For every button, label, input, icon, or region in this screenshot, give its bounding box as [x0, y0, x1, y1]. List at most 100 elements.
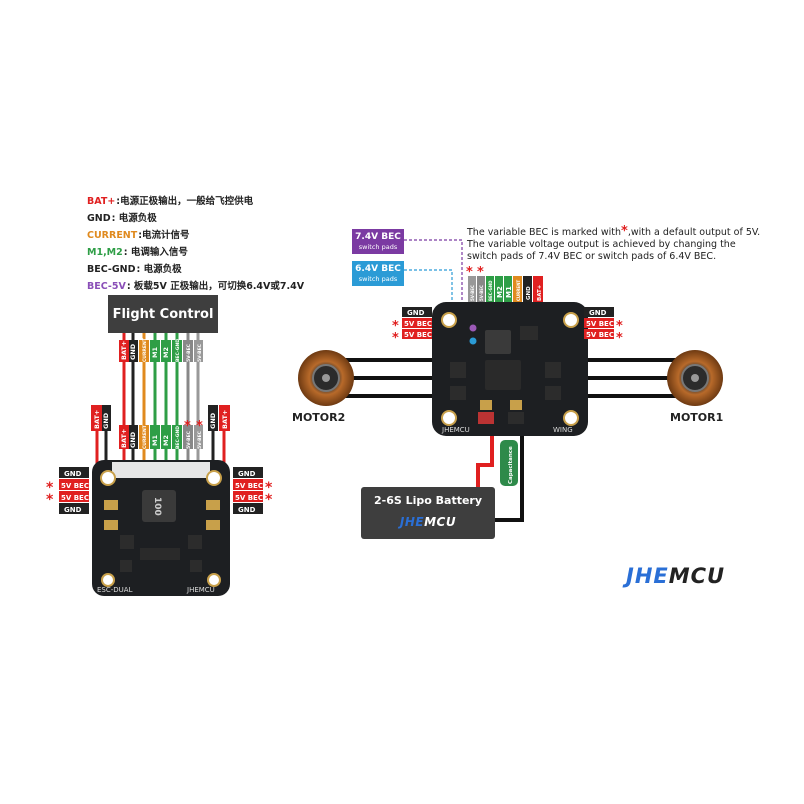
side-pin-bat-right: BAT+ [221, 410, 229, 429]
red-star: * [616, 319, 623, 334]
fc-pin-becgnd: BEC-GND [175, 339, 181, 362]
battery-box: 2-6S Lipo Battery JHEMCU [361, 487, 495, 539]
rb-silk-right: WING [553, 426, 573, 434]
red-star: * [616, 331, 623, 346]
board-pin-m1: M1 [151, 435, 159, 446]
board-silk-left: ESC-DUAL [97, 586, 133, 594]
pad-gnd: GND [64, 506, 82, 514]
legend-row: CURRENT:电流计信号 [87, 227, 304, 244]
fc-pin-labels [91, 340, 230, 449]
bec-note: The variable BEC is marked with*,with a … [467, 224, 767, 263]
legend-key: GND [87, 213, 111, 224]
battery-logo-mcu: MCU [424, 515, 457, 529]
rb-pin-bat: BAT+ [537, 284, 543, 301]
legend-key: M1,M2 [87, 247, 123, 258]
fc-pin-m1: M1 [151, 347, 159, 358]
battery-logo: JHEMCU [361, 515, 495, 529]
rb-pin-current: CURRENT [516, 280, 521, 301]
note-star: * [621, 224, 628, 239]
board-pin-5v-b: 5V-BEC [197, 430, 203, 449]
motor2-icon [298, 350, 354, 406]
motor2-label: MOTOR2 [292, 411, 346, 424]
note-line1-before: The variable BEC is marked with [467, 227, 622, 238]
pad-gnd: GND [238, 506, 256, 514]
pad-gnd: GND [238, 470, 256, 478]
legend-key: BEC-GND [87, 264, 136, 275]
left-board-pads-right: GND 5V BEC 5V BEC GND [233, 467, 263, 514]
pad-gnd: GND [589, 309, 607, 317]
pad-gnd: GND [64, 470, 82, 478]
legend-row: BEC-5V: 板载5V 正极输出，可切换6.4V或7.4V [87, 278, 304, 295]
right-esc-board [432, 302, 588, 436]
flight-control-label: Flight Control [112, 306, 214, 322]
fc-pin-gnd: GND [129, 343, 137, 360]
battery-title: 2-6S Lipo Battery [373, 494, 483, 507]
note-line1-after: ,with a default output of 5V. [627, 227, 761, 238]
fc-wires [95, 333, 226, 468]
side-pin-gnd-right: GND [209, 412, 217, 429]
brand-logo-mcu: MCU [668, 564, 726, 588]
bec-7v4-title: 7.4V BEC [355, 232, 401, 242]
pad-5v-bec: 5V BEC [404, 320, 432, 328]
board-pin-current: CURRENT [142, 424, 148, 449]
pad-5v-bec: 5V BEC [61, 482, 89, 490]
rb-pin-5v-a: 5V-BEC [470, 285, 475, 301]
rb-pin-m2: M2 [496, 286, 504, 298]
legend-text: :电源正极输出，一般给飞控供电 [116, 196, 254, 207]
legend-text: : 电源负极 [111, 213, 157, 224]
pad-gnd: GND [407, 309, 425, 317]
motor1-label: MOTOR1 [670, 411, 724, 424]
rb-pin-5v-b: 5V-BEC [479, 285, 484, 301]
side-pin-bat-left: BAT+ [93, 410, 101, 429]
board-pin-5v-a: 5V-BEC [186, 430, 192, 449]
fc-pin-m2: M2 [162, 347, 170, 358]
rb-pin-m1: M1 [505, 286, 513, 298]
fc-pin-bat: BAT+ [120, 341, 128, 360]
motor1-icon [667, 350, 723, 406]
bec-6v4-title: 6.4V BEC [355, 264, 401, 274]
board-chip-label: 100 [152, 497, 162, 516]
red-star: * [477, 265, 484, 280]
red-star: * [184, 419, 191, 434]
pad-5v-bec: 5V BEC [61, 494, 89, 502]
red-star: * [46, 480, 54, 496]
bec-7v4-box: 7.4V BEC switch pads [352, 229, 404, 254]
left-esc-board: 100 [92, 460, 230, 596]
fc-pin-5v-b: 5V-BEC [197, 343, 203, 362]
brand-logo-jhe: JHE [626, 564, 669, 588]
side-pin-gnd-left: GND [102, 412, 110, 429]
motor-wires [345, 358, 690, 398]
left-board-pads-left: GND 5V BEC 5V BEC GND [59, 467, 89, 514]
legend-text: : 板载5V 正极输出，可切换6.4V或7.4V [126, 281, 305, 292]
rb-pin-gnd: GND [526, 286, 532, 300]
pad-5v-bec: 5V BEC [235, 494, 263, 502]
rb-pin-becgnd: BEC-GND [488, 280, 493, 301]
pad-5v-bec: 5V BEC [586, 320, 614, 328]
red-star: * [265, 492, 273, 508]
red-star: * [392, 319, 399, 334]
red-star: * [265, 480, 273, 496]
red-star: * [46, 492, 54, 508]
board-silk-right: JHEMCU [186, 586, 215, 594]
legend-text: : 电调输入信号 [123, 247, 188, 258]
red-star: * [196, 419, 203, 434]
legend-key: BEC-5V [87, 281, 126, 292]
legend-text: : 电源负极 [136, 264, 182, 275]
brand-logo: JHEMCU [626, 564, 725, 588]
right-board-pads-right: GND 5V BEC 5V BEC [584, 307, 614, 339]
legend-key: CURRENT [87, 230, 138, 241]
legend-row: GND: 电源负极 [87, 210, 304, 227]
right-board-pads-left: GND 5V BEC 5V BEC [402, 307, 432, 339]
battery-logo-jhe: JHE [399, 515, 425, 529]
bec-6v4-sub: switch pads [358, 275, 398, 283]
board-pin-gnd: GND [129, 431, 137, 448]
board-pin-becgnd: BEC-GND [175, 426, 181, 449]
bec-6v4-box: 6.4V BEC switch pads [352, 261, 404, 286]
fc-pin-5v-a: 5V-BEC [186, 343, 192, 362]
legend-text: :电流计信号 [138, 230, 190, 241]
board-pin-m2: M2 [162, 435, 170, 446]
capacitance-label: Capacitance [508, 446, 514, 484]
red-star: * [392, 331, 399, 346]
pad-5v-bec: 5V BEC [586, 331, 614, 339]
